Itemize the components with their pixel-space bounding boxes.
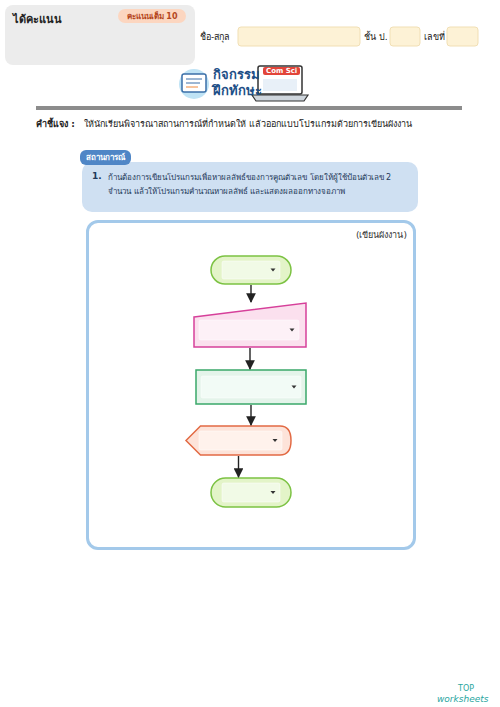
- input-parallelogram: [193, 302, 307, 348]
- instruction-label: คำชี้แจง :: [36, 117, 75, 131]
- scenario-tag: สถานการณ์: [80, 150, 131, 165]
- name-field: [238, 27, 360, 46]
- display-body: [186, 426, 291, 455]
- terminal-body: [211, 256, 291, 284]
- full-score-text: คะแนนเต็ม 10: [118, 10, 186, 23]
- divider-line: [36, 106, 462, 110]
- input-body: [194, 303, 306, 347]
- display-outline: [185, 425, 292, 456]
- input-outline: [193, 302, 307, 348]
- dropdown-caret: [290, 329, 295, 332]
- terminal-outline: [210, 477, 292, 508]
- frame-note: (เขียนผังงาน): [356, 228, 407, 242]
- dropdown-field: [222, 483, 280, 502]
- scenario-text: ก้านต้องการเขียนโปรแกรมเพื่อหาผลลัพธ์ของ…: [108, 171, 408, 199]
- watermark-worksheets: worksheets: [437, 694, 488, 704]
- dropdown-field: [199, 320, 299, 340]
- dropdown-field: [199, 431, 282, 450]
- score-label: ได้คะแนน: [13, 10, 62, 28]
- start-terminal: [210, 255, 292, 285]
- process-body: [196, 370, 306, 404]
- dropdown-caret: [273, 439, 278, 442]
- banner-title: กิจกรรม: [213, 64, 260, 85]
- terminal-body: [211, 478, 291, 507]
- number-label: เลขที่: [424, 30, 445, 44]
- instruction-text: ให้นักเรียนพิจารณาสถานการณ์ที่กำหนดให้ แ…: [84, 117, 474, 131]
- dropdown-field: [201, 376, 301, 398]
- full-score-pill: คะแนนเต็ม 10: [118, 9, 186, 23]
- item-number: 1.: [92, 171, 102, 181]
- dropdown-caret: [271, 269, 276, 272]
- process-outline: [195, 369, 307, 405]
- flowchart-frame: (เขียนผังงาน): [86, 220, 416, 550]
- watermark-top: TOP: [458, 684, 474, 693]
- banner-subtitle: ฝึกทักษะ: [213, 80, 262, 101]
- class-label: ชั้น ป.: [364, 30, 388, 44]
- name-label: ชื่อ-สกุล: [200, 30, 230, 44]
- dropdown-field: [222, 261, 280, 279]
- dropdown-caret: [271, 491, 276, 494]
- display-shape: [185, 425, 292, 456]
- score-box: ได้คะแนน คะแนนเต็ม 10: [5, 5, 195, 65]
- laptop-label: Com Sci: [263, 67, 300, 75]
- number-field: [447, 27, 478, 46]
- class-field: [390, 27, 420, 46]
- end-terminal: [210, 477, 292, 508]
- process-box: [195, 369, 307, 405]
- scenario-box: สถานการณ์1.ก้านต้องการเขียนโปรแกรมเพื่อห…: [82, 162, 418, 212]
- terminal-outline: [210, 255, 292, 285]
- activity-icon: [179, 69, 209, 99]
- dropdown-caret: [292, 386, 297, 389]
